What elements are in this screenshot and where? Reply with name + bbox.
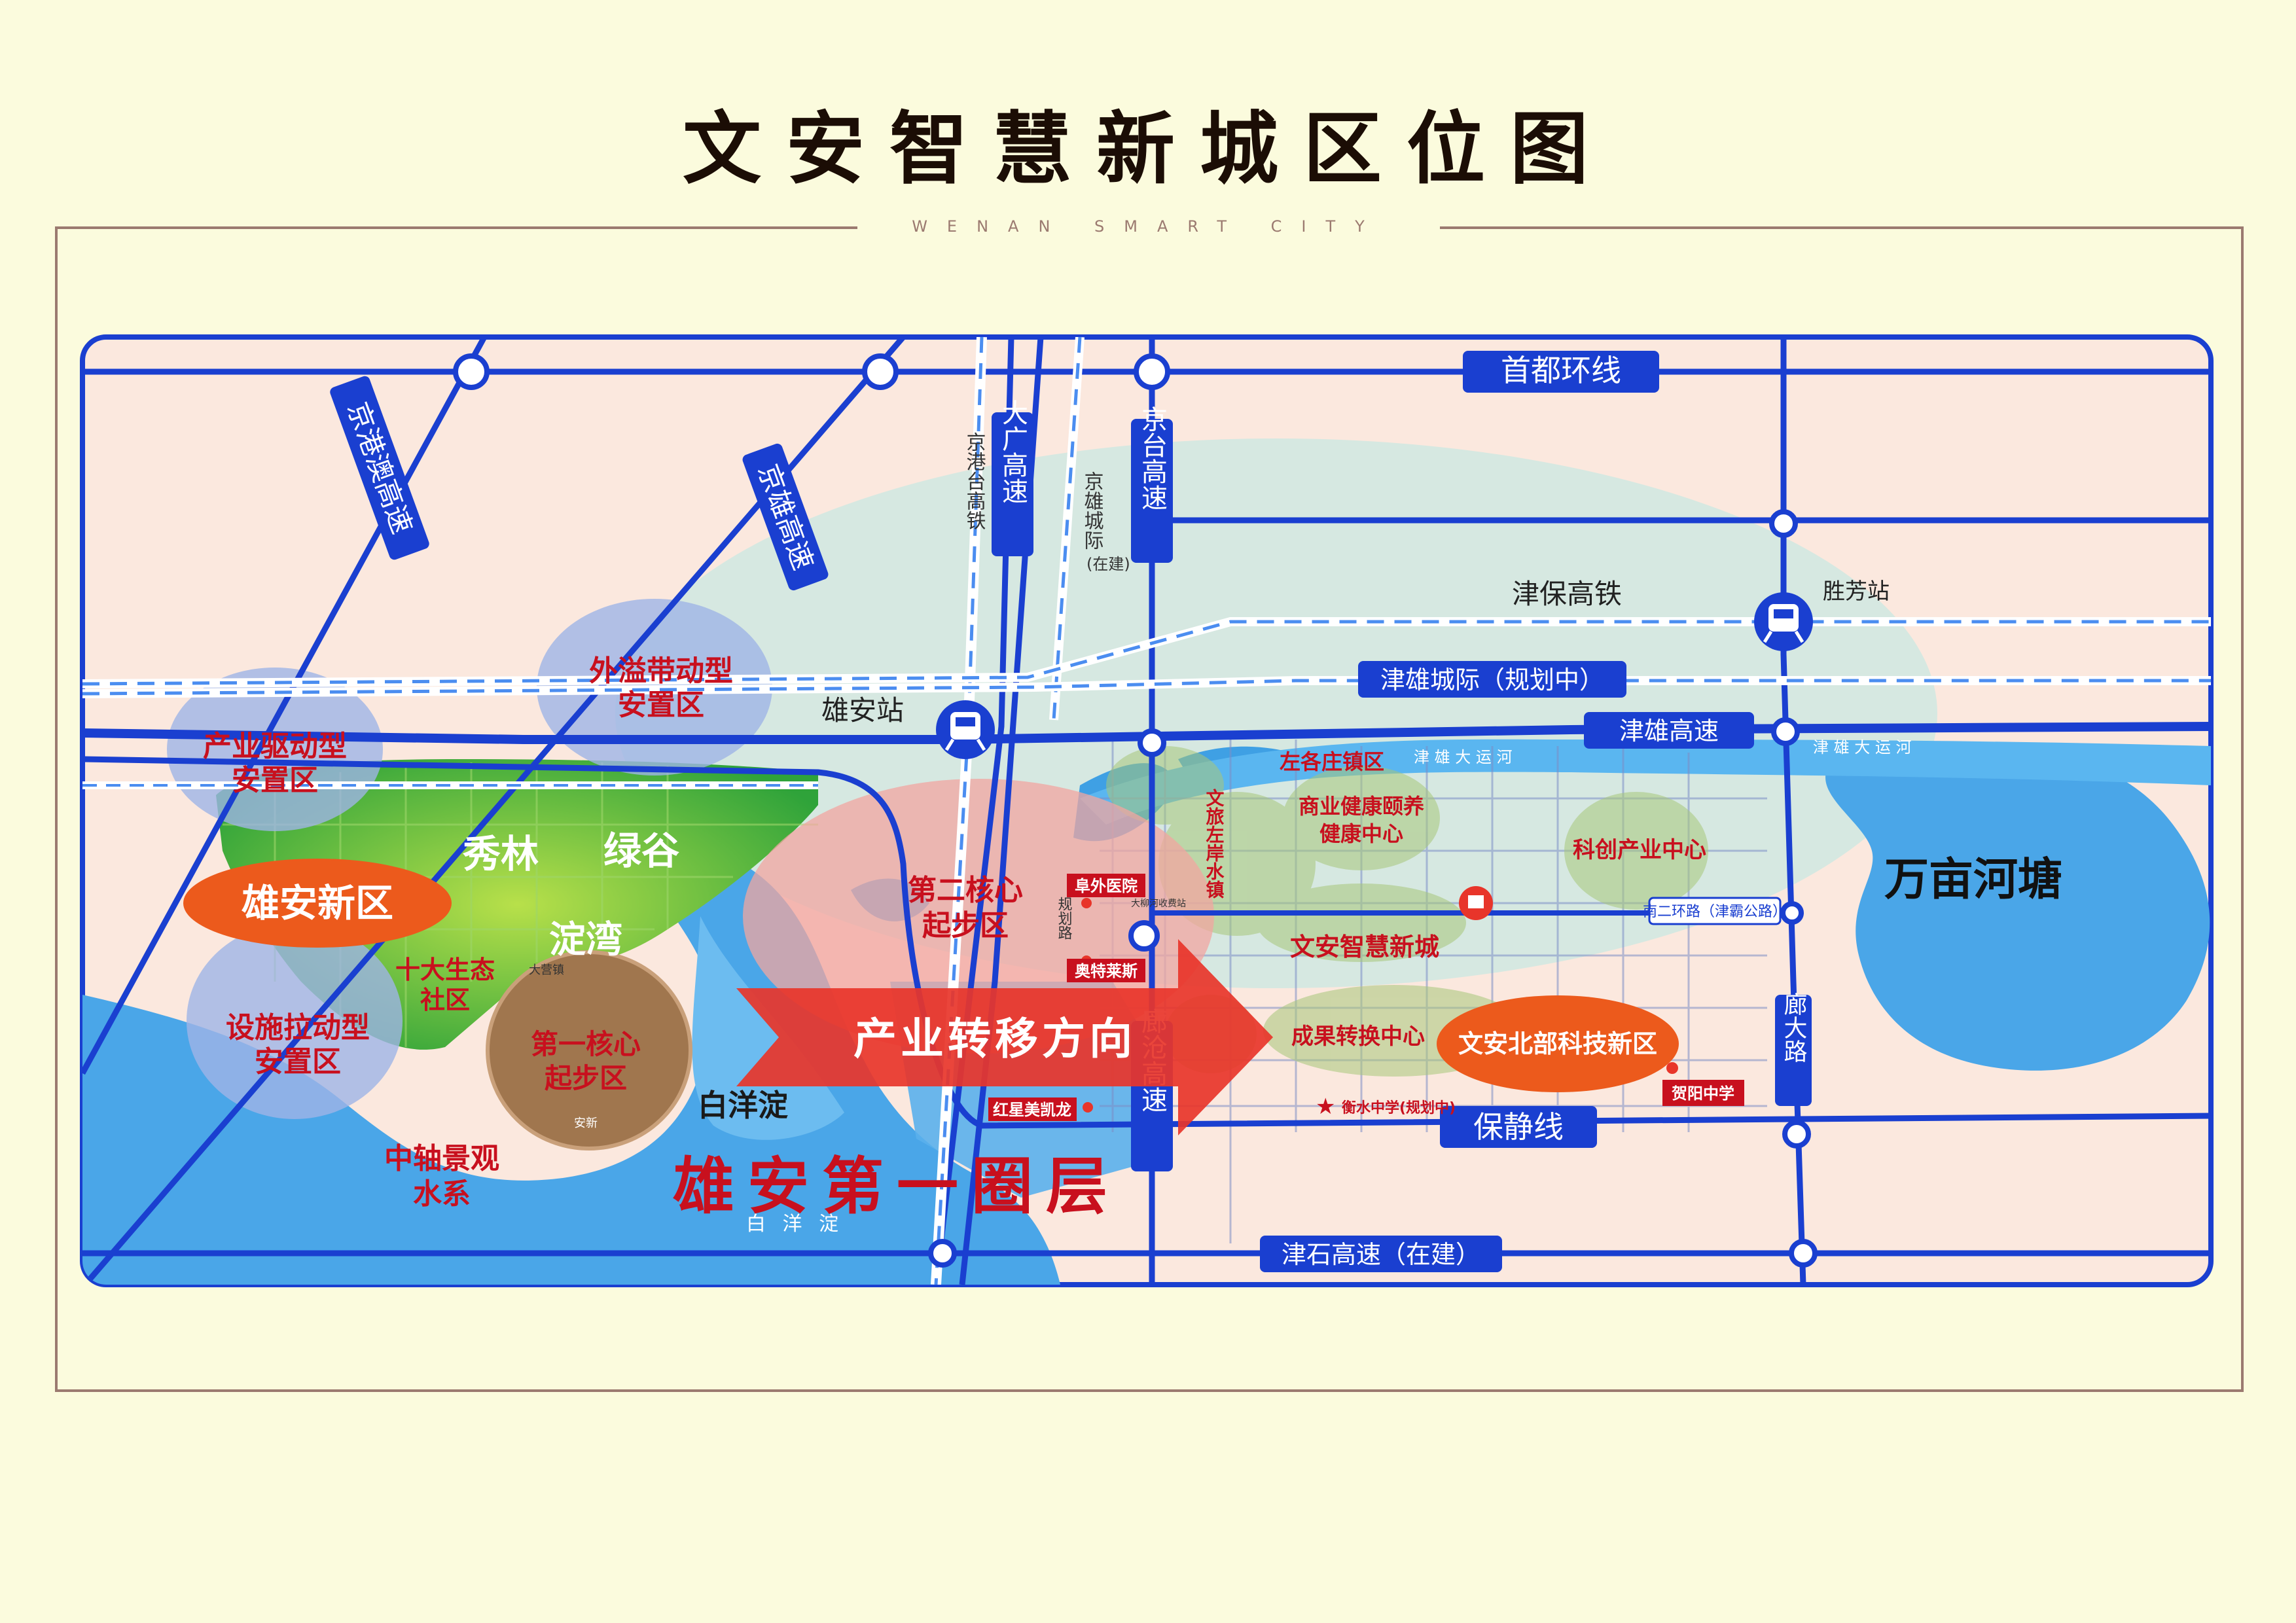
zone-label-wenlv: 文旅左岸水镇 (1204, 788, 1225, 899)
water-name: 白 洋 淀 (746, 1213, 844, 1236)
poi-label: 阜外医院 (1075, 877, 1138, 895)
arrow-label: 产业转移方向 (853, 1014, 1136, 1064)
station-name[interactable]: 雄安站 (821, 694, 904, 726)
zone-label-dianwan: 淀湾 (549, 919, 622, 961)
rail-name: 津保高铁 (1512, 578, 1622, 610)
zone-label-second-core: 第二核心起步区 (908, 874, 1023, 942)
page-subtitle: WENAN SMART CITY (912, 217, 1384, 236)
zone-label-kechuang: 科创产业中心 (1573, 837, 1706, 863)
zone-label-first-core: 第一核心起步区 (531, 1028, 641, 1094)
zone-label-wenan-smart: 文安智慧新城 (1290, 933, 1439, 961)
rail-name: 京雄城际 (1081, 471, 1104, 550)
zone-label-waiyi: 外溢带动型安置区 (589, 654, 733, 722)
industry-transfer-arrow: 产业转移方向 (736, 939, 1273, 1135)
town-label: 安新 (574, 1116, 598, 1130)
train-station-icon[interactable] (1754, 592, 1813, 651)
road-label-jinshi[interactable]: 津石高速（在建） (1260, 1236, 1502, 1272)
first-core-area (488, 952, 691, 1149)
city-center-icon[interactable] (1459, 886, 1493, 920)
train-station-icon[interactable] (936, 700, 995, 759)
zone-label-chanye-qudong: 产业驱动型安置区 (203, 730, 347, 797)
zone-label-first-circle: 雄安第一圈层 (673, 1151, 1121, 1222)
junction-markers[interactable] (453, 353, 1818, 1268)
star-icon: ★ (1316, 1094, 1335, 1120)
zone-label-chengguo: 成果转换中心 (1291, 1024, 1425, 1050)
road-name: 南二环路（津霸公路） (1643, 904, 1787, 920)
road-name: 津雄高速 (1619, 717, 1719, 745)
canal-name: 津 雄 大 运 河 (1813, 738, 1912, 757)
zone-label-shida: 十大生态社区 (395, 955, 495, 1014)
road-name: 大广高速 (997, 399, 1028, 504)
zone-label-wanmiao: 万亩河塘 (1884, 854, 2062, 906)
road-name: 京台高速 (1137, 406, 1167, 510)
zone-label-zhongzhou: 中轴景观水系 (384, 1142, 499, 1211)
poi-hongxing[interactable]: 红星美凯龙 (988, 1097, 1093, 1121)
poi-label: 贺阳中学 (1672, 1084, 1734, 1103)
page-title: 文安智慧新城区位图 (683, 104, 1613, 195)
zone-label-baiyangdian: 白洋淀 (698, 1088, 788, 1123)
road-label-south-ring2[interactable]: 南二环路（津霸公路） (1643, 897, 1787, 925)
road-label-capital-ring[interactable]: 首都环线 (1463, 351, 1659, 393)
zone-label-lvgu: 绿谷 (603, 829, 679, 873)
road-label-jingtai[interactable]: 京台高速 (1131, 406, 1173, 563)
zone-label-zuogezhuang: 左各庄镇区 (1280, 749, 1384, 774)
poi-fuwai[interactable]: 阜外医院 (1067, 874, 1145, 908)
road-label-langda[interactable]: 廊大路 (1775, 992, 1812, 1106)
zone-label-sheshi: 设施拉动型安置区 (226, 1011, 370, 1079)
road-name: 首都环线 (1501, 353, 1621, 388)
rail-name: 京港台高铁 (963, 432, 986, 530)
poi-hengshui[interactable]: ★ 衡水中学(规划中) (1316, 1094, 1456, 1120)
rail-note: (在建) (1086, 555, 1130, 573)
outer-frame (55, 226, 2244, 1392)
zone-label-xiulin: 秀林 (462, 832, 539, 876)
road-name: 廊大路 (1780, 992, 1807, 1063)
road-name: 津雄城际（规划中） (1380, 666, 1604, 694)
xiongan-new-area-badge[interactable]: 雄安新区 (183, 859, 452, 948)
poi-heyang[interactable]: 贺阳中学 (1662, 1062, 1744, 1106)
town-label: 大营镇 (529, 963, 564, 977)
road-name: 规划路 (1056, 897, 1073, 940)
station-name[interactable]: 胜芳站 (1823, 579, 1890, 605)
canal-name: 津 雄 大 运 河 (1414, 748, 1513, 766)
poi-label: 奥特莱斯 (1075, 962, 1138, 980)
railway-lines (82, 337, 2211, 1285)
road-name: 保静线 (1473, 1109, 1564, 1145)
poi-label: 衡水中学(规划中) (1342, 1099, 1456, 1116)
zone-name: 雄安新区 (242, 881, 393, 925)
wenan-north-tech-badge[interactable]: 文安北部科技新区 (1437, 995, 1679, 1092)
zone-name: 文安北部科技新区 (1458, 1029, 1657, 1058)
road-name: 津石高速（在建） (1282, 1240, 1480, 1269)
poi-label: 红星美凯龙 (993, 1101, 1071, 1119)
toll-station-name: 大柳河收费站 (1131, 898, 1186, 909)
poi-outlets[interactable]: 奥特莱斯 (1067, 955, 1145, 982)
road-label-jinxiong-expressway[interactable]: 津雄高速 (1584, 712, 1754, 749)
canal-river (1080, 739, 2211, 825)
zone-label-shangye: 商业健康颐养健康中心 (1299, 794, 1424, 846)
road-label-jinxiong-intercity[interactable]: 津雄城际（规划中） (1358, 661, 1626, 698)
road-label-daguang[interactable]: 大广高速 (992, 399, 1033, 556)
road-label-baojing[interactable]: 保静线 (1440, 1106, 1597, 1148)
